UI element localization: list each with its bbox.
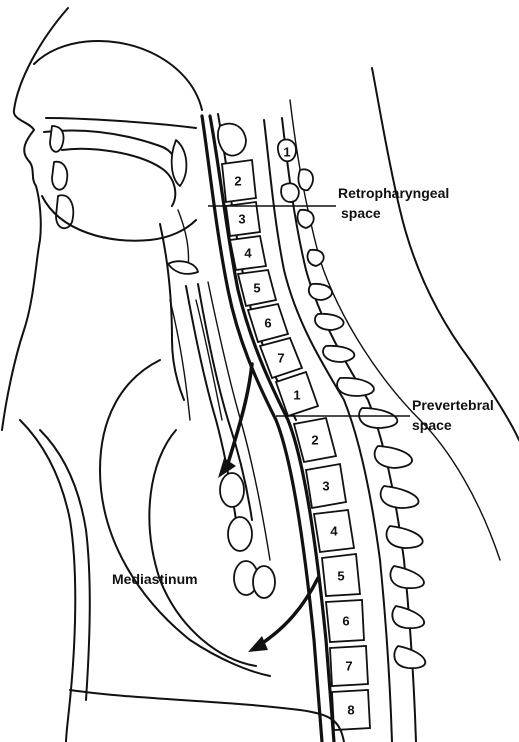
nasal-cavity-roof [46, 118, 196, 128]
vertebra-label-t3: 3 [322, 479, 329, 494]
vertebra-label-c4: 4 [244, 246, 252, 261]
scalp-outline [34, 41, 202, 110]
prevertebral-label-line2: space [412, 417, 452, 433]
vertebra-label-c2: 2 [234, 174, 241, 189]
tongue [62, 149, 175, 206]
vertebra-label-c5: 5 [253, 281, 260, 296]
vertebra-label-t5: 5 [337, 569, 344, 584]
spinous-processes [298, 169, 426, 668]
mediastinum-label: Mediastinum [112, 571, 198, 587]
diaphragm [70, 690, 344, 742]
anterior-neck [160, 224, 184, 400]
prevertebral-label: Prevertebral [412, 397, 494, 413]
hyoid-cartilage [168, 261, 198, 274]
spread-arrowhead-lower [248, 636, 268, 652]
lower-incisor [56, 195, 73, 228]
sternum-back [40, 430, 90, 700]
vertebra-label-c3: 3 [238, 212, 245, 227]
retropharyngeal-label-line2: space [341, 205, 381, 221]
vertebra-label-t4: 4 [330, 524, 338, 539]
vertebra-label-t2: 2 [311, 433, 318, 448]
epiglottis [178, 210, 189, 268]
posterior-neck [372, 68, 519, 440]
posterior-arch-c2 [281, 183, 299, 202]
vertebra-label-t8: 8 [347, 703, 354, 718]
lower-teeth [52, 162, 67, 190]
vertebra-label-c6: 6 [264, 316, 271, 331]
vertebra-label-t1: 1 [293, 388, 300, 403]
retropharyngeal-label: Retropharyngeal [338, 185, 449, 201]
vertebra-label-t6: 6 [342, 614, 349, 629]
upper-teeth [50, 126, 64, 152]
vertebra-label-c7: 7 [277, 351, 284, 366]
vertebra-label-atlas: 1 [283, 145, 290, 160]
vertebra-label-t7: 7 [345, 659, 352, 674]
dens [218, 124, 246, 156]
soft-palate [172, 140, 187, 186]
